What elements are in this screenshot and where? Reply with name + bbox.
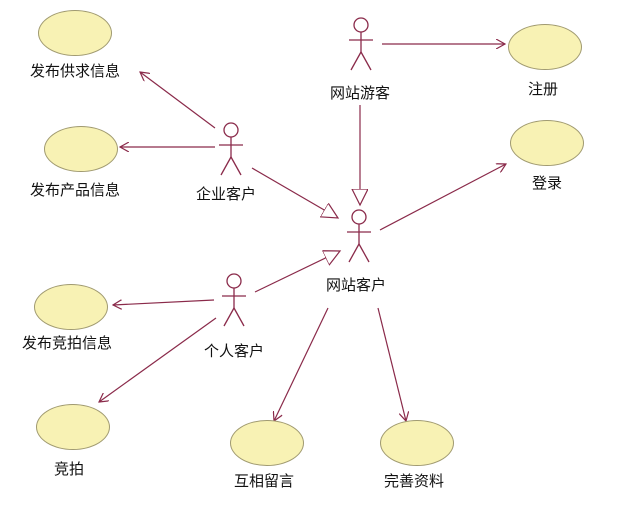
actor-label-individual: 个人客户 xyxy=(204,342,265,360)
use-case-message[interactable] xyxy=(230,420,304,466)
use-case-label-publish-product: 发布产品信息 xyxy=(30,181,121,199)
generalization-enterprise-to-customer xyxy=(251,167,338,218)
edge-customer-to-profile xyxy=(377,307,406,421)
edge-enterprise-to-supply-demand xyxy=(140,72,216,129)
use-case-label-login: 登录 xyxy=(532,174,563,192)
actor-label-visitor: 网站游客 xyxy=(330,84,391,102)
actor-visitor[interactable] xyxy=(346,16,376,74)
edge-customer-to-login xyxy=(379,164,506,231)
use-case-label-register: 注册 xyxy=(528,80,559,98)
actor-label-enterprise: 企业客户 xyxy=(196,185,257,203)
use-case-publish-supply-demand[interactable] xyxy=(38,10,112,56)
actor-enterprise[interactable] xyxy=(216,121,246,179)
use-case-label-bid: 竞拍 xyxy=(54,460,85,478)
use-case-register[interactable] xyxy=(508,24,582,70)
actor-individual[interactable] xyxy=(219,272,249,330)
use-case-publish-auction[interactable] xyxy=(34,284,108,330)
edge-individual-to-auction-info xyxy=(113,299,215,305)
use-case-login[interactable] xyxy=(510,120,584,166)
use-case-label-publish-auction: 发布竞拍信息 xyxy=(22,334,113,352)
use-case-publish-product[interactable] xyxy=(44,126,118,172)
use-case-complete-profile[interactable] xyxy=(380,420,454,466)
use-case-bid[interactable] xyxy=(36,404,110,450)
use-case-label-complete-profile: 完善资料 xyxy=(384,472,445,490)
generalization-individual-to-customer xyxy=(254,251,340,293)
use-case-label-publish-supply-demand: 发布供求信息 xyxy=(30,62,121,80)
actor-site-customer[interactable] xyxy=(344,208,374,266)
actor-label-site-customer: 网站客户 xyxy=(326,276,387,294)
use-case-label-message: 互相留言 xyxy=(234,472,295,490)
edge-individual-to-bid xyxy=(99,317,217,402)
edge-customer-to-message xyxy=(274,307,329,421)
